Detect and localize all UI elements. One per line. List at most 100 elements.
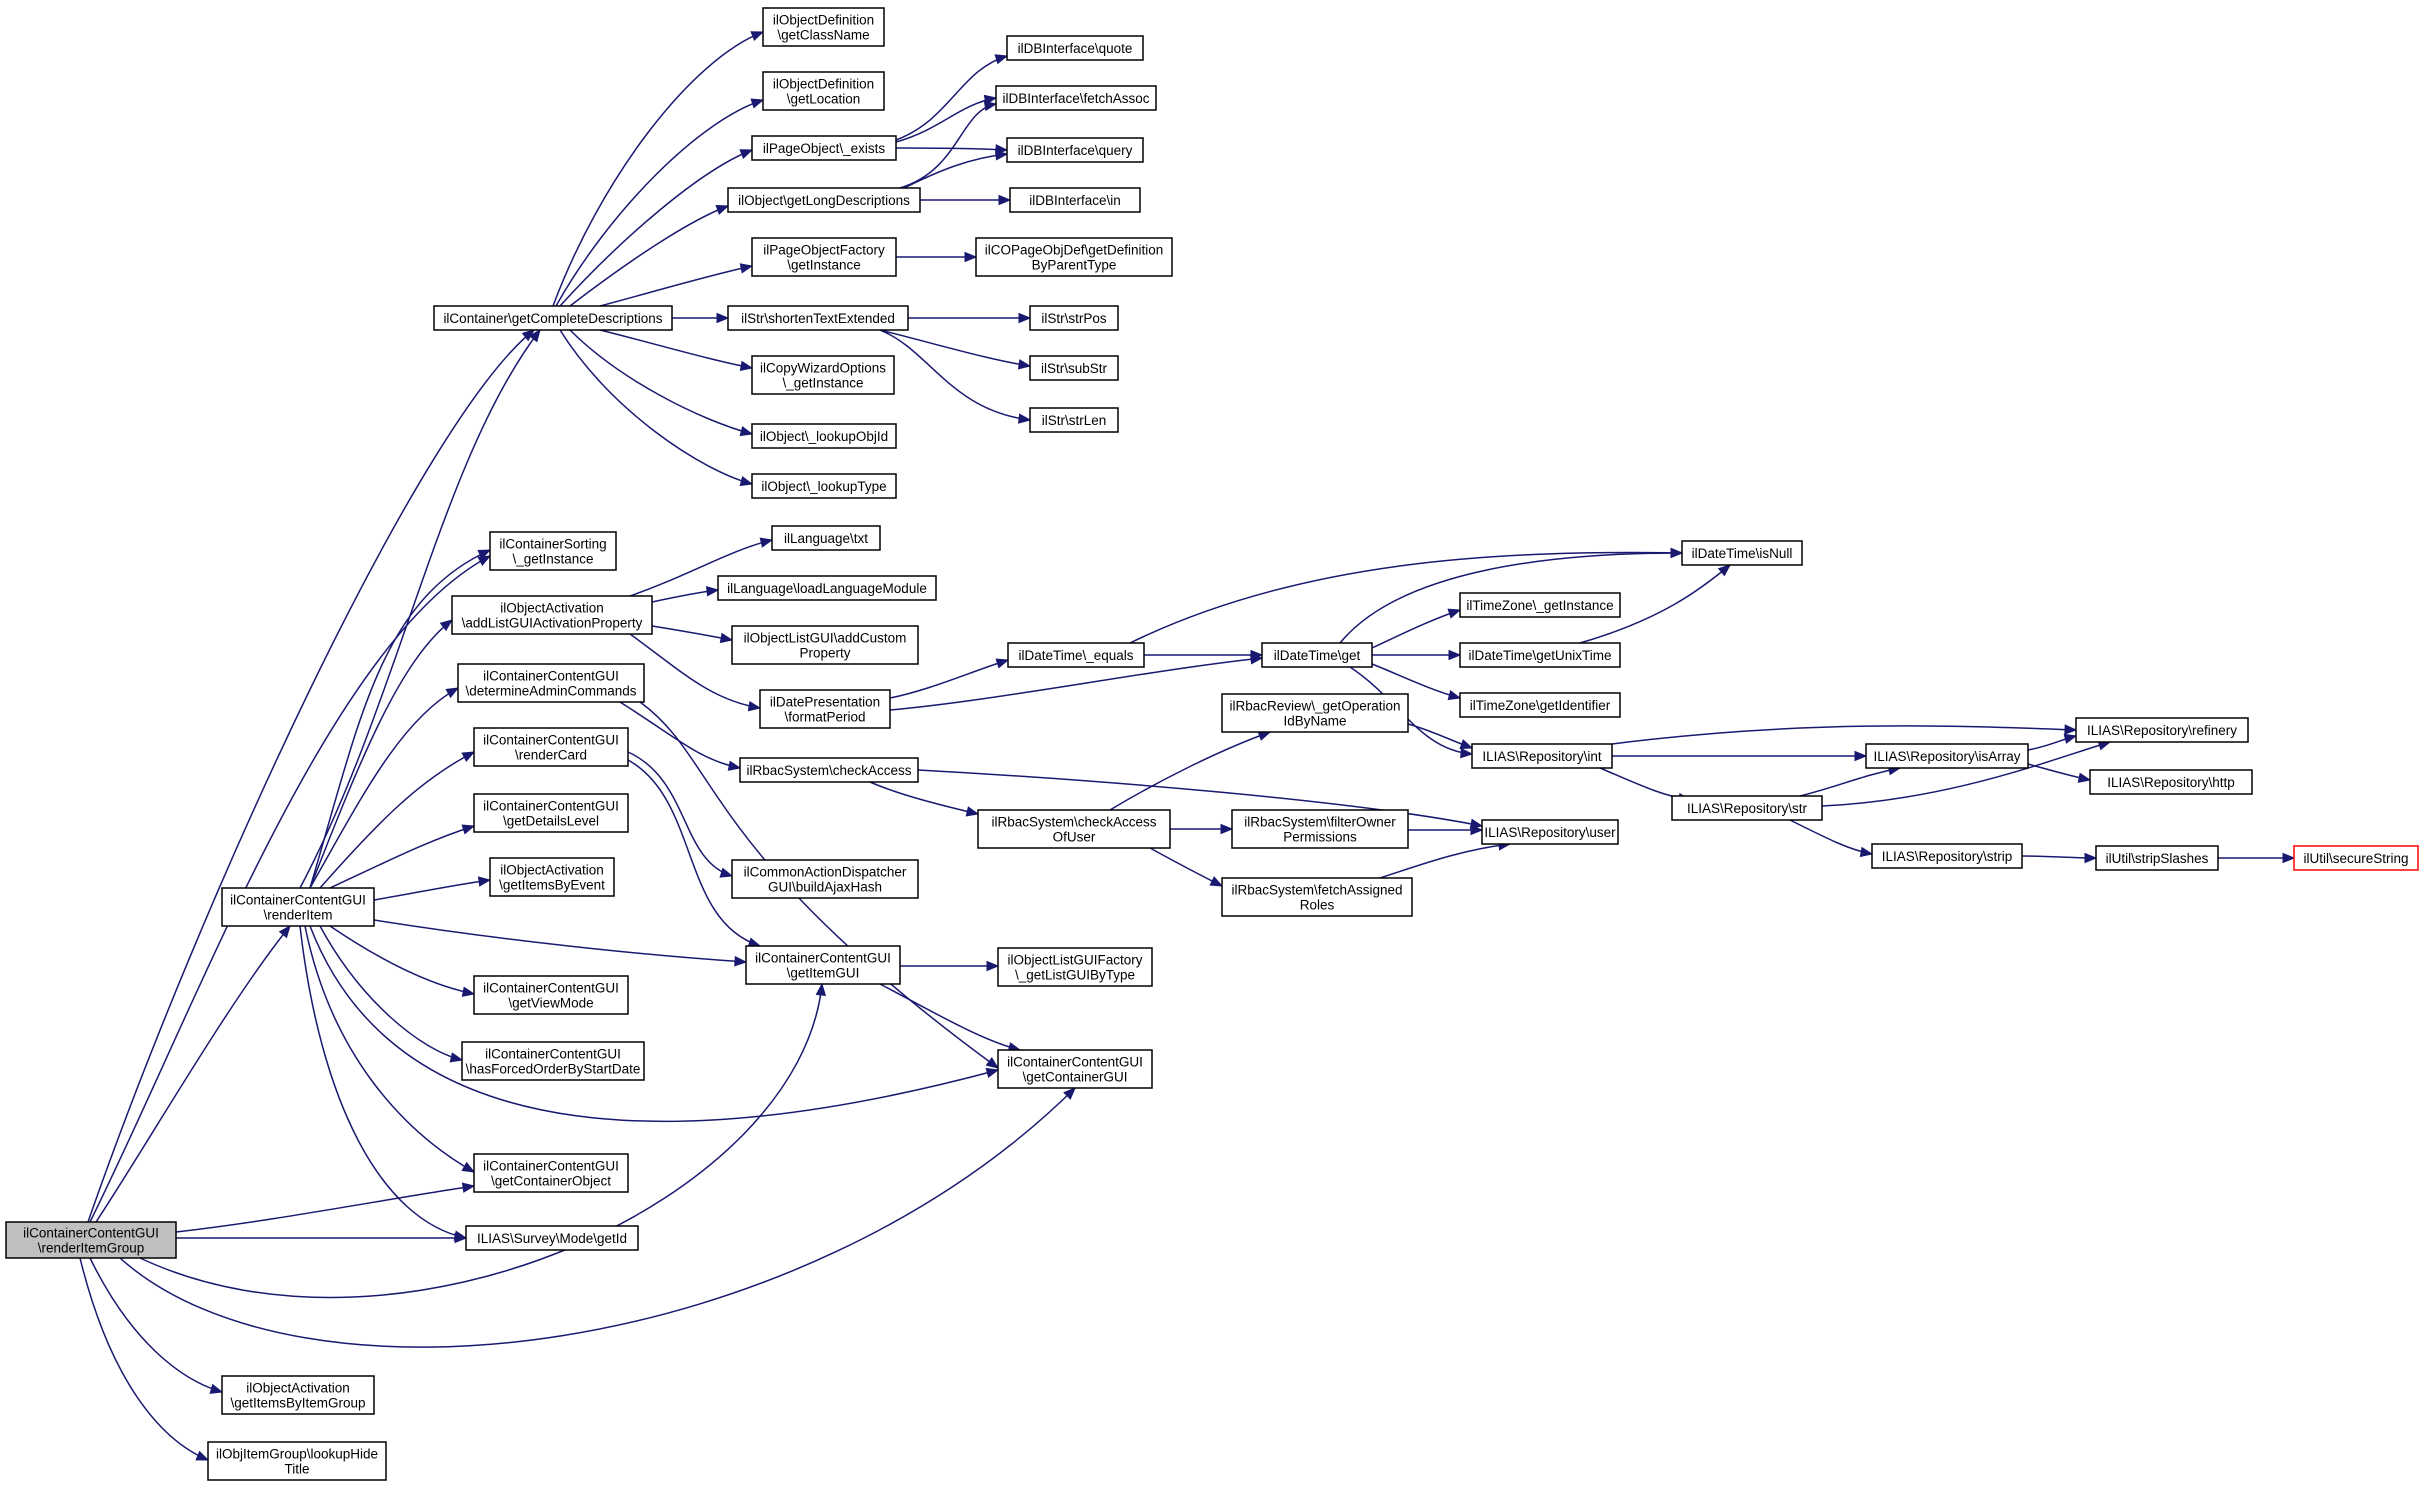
arrowhead-format-period: [747, 701, 762, 712]
edge-render-item-group-to-get-container-object: [175, 1185, 475, 1233]
node-label: ilObjectDefinition: [773, 77, 874, 92]
node-box: [1231, 809, 1409, 849]
node-render-item[interactable]: ilContainerContentGUI\renderItem: [221, 887, 375, 927]
node-label: ilTimeZone\getIdentifier: [1470, 698, 1611, 713]
node-db-fetch-assoc[interactable]: ilDBInterface\fetchAssoc: [995, 85, 1157, 111]
node-load-language-module[interactable]: ilLanguage\loadLanguageModule: [717, 575, 937, 601]
node-shorten-text-extended[interactable]: ilStr\shortenTextExtended: [727, 305, 909, 331]
node-get-class-name[interactable]: ilObjectDefinition\getClassName: [762, 7, 885, 47]
node-get-items-by-event[interactable]: ilObjectActivation\getItemsByEvent: [489, 857, 615, 897]
node-label: Roles: [1300, 898, 1335, 913]
node-get-view-mode[interactable]: ilContainerContentGUI\getViewMode: [473, 975, 629, 1015]
node-label: ILIAS\Repository\int: [1482, 749, 1602, 764]
node-build-ajax-hash[interactable]: ilCommonActionDispatcherGUI\buildAjaxHas…: [731, 859, 919, 899]
node-lang-txt[interactable]: ilLanguage\txt: [771, 525, 881, 551]
node-get-long-descriptions[interactable]: ilObject\getLongDescriptions: [727, 187, 921, 213]
node-label: ilObjectActivation: [500, 601, 604, 616]
node-label: ilContainerContentGUI: [483, 669, 619, 684]
node-strip-slashes[interactable]: ilUtil\stripSlashes: [2095, 845, 2219, 871]
node-dt-is-null[interactable]: ilDateTime\isNull: [1681, 540, 1803, 566]
arrowhead-db-in: [998, 194, 1012, 206]
node-label: ilDBInterface\in: [1029, 193, 1121, 208]
node-lookup-obj-id[interactable]: ilObject\_lookupObjId: [751, 423, 897, 449]
node-determine-admin-commands[interactable]: ilContainerContentGUI\determineAdminComm…: [457, 663, 645, 703]
node-sub-str[interactable]: ilStr\subStr: [1029, 355, 1119, 381]
node-get-location[interactable]: ilObjectDefinition\getLocation: [762, 71, 885, 111]
node-render-card[interactable]: ilContainerContentGUI\renderCard: [473, 727, 629, 767]
node-format-period[interactable]: ilDatePresentation\formatPeriod: [759, 689, 891, 729]
node-repo-int[interactable]: ILIAS\Repository\int: [1471, 743, 1613, 769]
node-get-item-gui[interactable]: ilContainerContentGUI\getItemGUI: [745, 945, 901, 985]
node-repo-str[interactable]: ILIAS\Repository\str: [1671, 795, 1823, 821]
node-cwo-get-instance[interactable]: ilCopyWizardOptions\_getInstance: [751, 355, 895, 395]
edge-add-list-guiactivation-to-format-period: [629, 633, 761, 709]
node-db-in[interactable]: ilDBInterface\in: [1009, 187, 1141, 213]
node-repo-user[interactable]: ILIAS\Repository\user: [1481, 819, 1619, 845]
arrowhead-get-items-by-event: [477, 876, 492, 887]
node-get-items-by-item-group[interactable]: ilObjectActivation\getItemsByItemGroup: [221, 1375, 375, 1415]
node-repo-strip[interactable]: ILIAS\Repository\strip: [1871, 843, 2023, 869]
node-dt-get-unix-time[interactable]: ilDateTime\getUnixTime: [1459, 642, 1621, 668]
node-repo-is-array[interactable]: ILIAS\Repository\isArray: [1865, 743, 2029, 769]
node-str-pos[interactable]: ilStr\strPos: [1029, 305, 1119, 331]
edge-page-exists-to-db-quote: [895, 55, 1008, 141]
node-box: [473, 1153, 629, 1193]
node-db-query[interactable]: ilDBInterface\query: [1006, 137, 1144, 163]
node-label: ilRbacSystem\checkAccess: [991, 815, 1156, 830]
node-lookup-type[interactable]: ilObject\_lookupType: [751, 473, 897, 499]
node-add-list-guiactivation[interactable]: ilObjectActivation\addListGUIActivationP…: [451, 595, 653, 635]
arrowhead-repo-strip: [1859, 846, 1874, 858]
node-get-details-level[interactable]: ilContainerContentGUI\getDetailsLevel: [473, 793, 629, 833]
node-box: [1009, 187, 1141, 213]
node-box: [751, 355, 895, 395]
node-dt-equals[interactable]: ilDateTime\_equals: [1007, 642, 1145, 668]
node-label: \getViewMode: [508, 996, 593, 1011]
node-tz-get-instance[interactable]: ilTimeZone\_getInstance: [1459, 592, 1621, 618]
node-get-container-object[interactable]: ilContainerContentGUI\getContainerObject: [473, 1153, 629, 1193]
node-get-container-gui[interactable]: ilContainerContentGUI\getContainerGUI: [997, 1049, 1153, 1089]
node-secure-string[interactable]: ilUtil\secureString: [2293, 845, 2419, 871]
node-label: ilStr\shortenTextExtended: [741, 311, 895, 326]
node-label: \renderItem: [263, 908, 332, 923]
arrowhead-db-quote: [994, 54, 1009, 65]
arrowhead-cwo-get-instance: [739, 360, 754, 372]
node-get-complete-descriptions[interactable]: ilContainer\getCompleteDescriptions: [433, 305, 673, 331]
node-repo-http[interactable]: ILIAS\Repository\http: [2089, 769, 2253, 795]
node-label: \getItemGUI: [787, 966, 860, 981]
node-label: ilDBInterface\quote: [1018, 41, 1133, 56]
node-label: \getLocation: [787, 92, 861, 107]
edge-render-item-group-to-sorting-get-instance: [89, 555, 491, 1223]
arrowhead-get-complete-descriptions: [528, 328, 541, 343]
node-str-len[interactable]: ilStr\strLen: [1029, 407, 1119, 433]
node-survey-get-id[interactable]: ILIAS\Survey\Mode\getId: [465, 1225, 639, 1251]
edge-dt-get-to-tz-get-instance: [1371, 609, 1461, 649]
edge-dt-equals-to-dt-is-null: [1129, 551, 1683, 644]
node-render-item-group[interactable]: ilContainerContentGUI\renderItemGroup: [5, 1221, 177, 1259]
node-get-list-guiby-type[interactable]: ilObjectListGUIFactory\_getListGUIByType: [997, 947, 1153, 987]
node-page-exists[interactable]: ilPageObject\_exists: [751, 135, 897, 161]
arrowhead-dt-is-null: [1717, 564, 1732, 577]
node-rbac-check-access[interactable]: ilRbacSystem\checkAccess: [739, 757, 919, 783]
node-label: ilStr\subStr: [1041, 361, 1108, 376]
node-tz-get-identifier[interactable]: ilTimeZone\getIdentifier: [1459, 692, 1621, 718]
edge-check-access-of-user-to-get-operation-id-by-name: [1109, 731, 1271, 811]
arrowhead-get-long-descriptions: [715, 205, 730, 215]
arrowhead-dt-is-null: [1670, 547, 1684, 559]
node-dt-get[interactable]: ilDateTime\get: [1261, 642, 1373, 668]
node-pof-get-instance[interactable]: ilPageObjectFactory\getInstance: [751, 237, 897, 277]
node-has-forced-order[interactable]: ilContainerContentGUI\hasForcedOrderBySt…: [461, 1041, 645, 1081]
node-db-quote[interactable]: ilDBInterface\quote: [1006, 35, 1144, 61]
node-box: [489, 857, 615, 897]
edge-get-complete-descriptions-to-get-class-name: [552, 31, 764, 307]
node-sorting-get-instance[interactable]: ilContainerSorting\_getInstance: [489, 531, 617, 571]
node-repo-refinery[interactable]: ILIAS\Repository\refinery: [2075, 717, 2249, 743]
edge-shorten-text-extended-to-str-len: [879, 329, 1031, 421]
node-box: [2095, 845, 2219, 871]
